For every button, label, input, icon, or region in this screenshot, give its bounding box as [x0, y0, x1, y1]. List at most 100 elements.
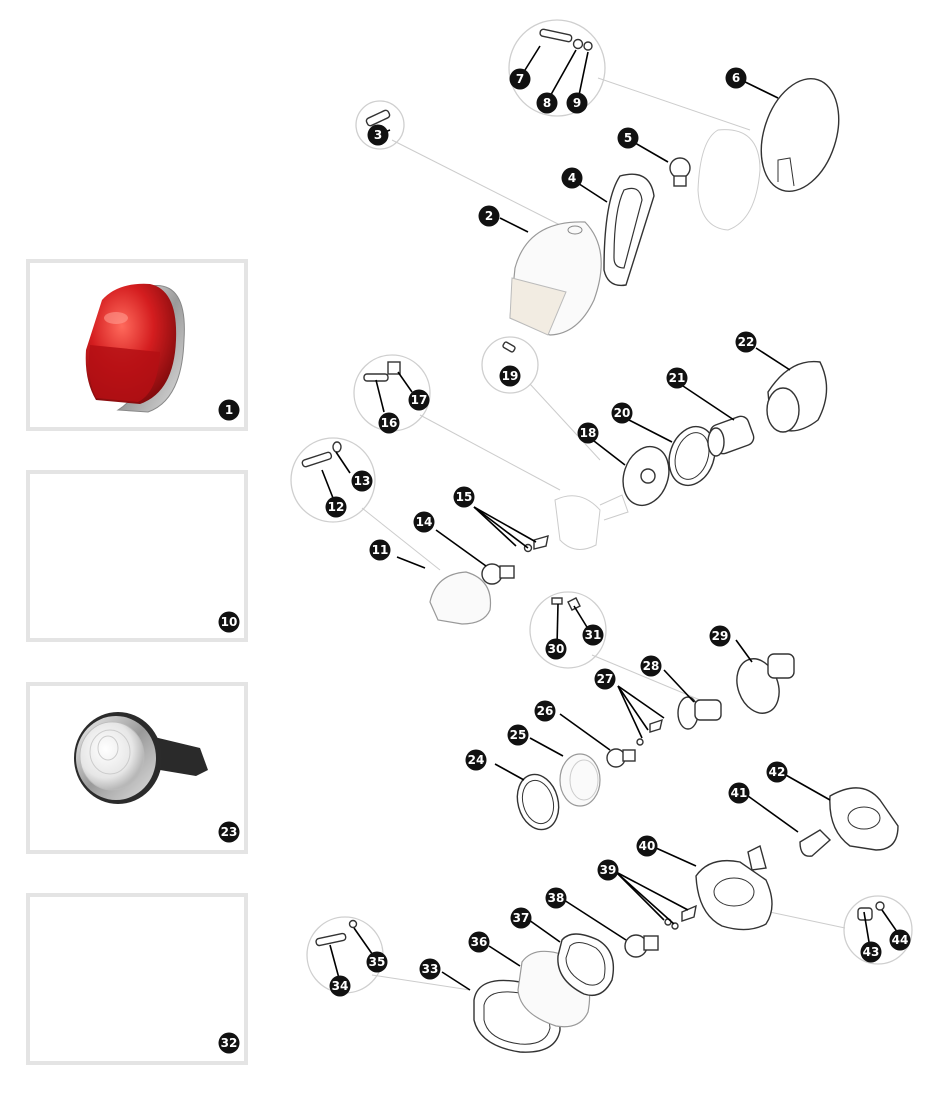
- callout-badge: [640, 655, 662, 677]
- callout-8[interactable]: 8: [536, 92, 558, 114]
- callout-badge: [408, 389, 430, 411]
- callout-number: 10: [221, 615, 238, 629]
- callout-number: 28: [643, 659, 660, 673]
- callout-44[interactable]: 44: [889, 929, 911, 951]
- callout-16[interactable]: 16: [378, 412, 400, 434]
- callout-badge: [545, 638, 567, 660]
- callout-number: 17: [411, 393, 428, 407]
- callout-number: 40: [639, 839, 656, 853]
- callout-4[interactable]: 4: [561, 167, 583, 189]
- callout-badge: [218, 821, 240, 843]
- callout-number: 22: [738, 335, 755, 349]
- callout-badge: [545, 887, 567, 909]
- callout-badge: [725, 67, 747, 89]
- callout-43[interactable]: 43: [860, 941, 882, 963]
- callout-number: 7: [516, 72, 524, 86]
- callout-number: 30: [548, 642, 565, 656]
- callout-30[interactable]: 30: [545, 638, 567, 660]
- callout-number: 25: [510, 728, 527, 742]
- callout-badge: [889, 929, 911, 951]
- callout-1[interactable]: 1: [218, 399, 240, 421]
- callout-40[interactable]: 40: [636, 835, 658, 857]
- callout-badge: [860, 941, 882, 963]
- callout-number: 43: [863, 945, 880, 959]
- callout-badge: [617, 127, 639, 149]
- callout-badge: [218, 1032, 240, 1054]
- callout-31[interactable]: 31: [582, 624, 604, 646]
- part-group-24-31: [494, 591, 795, 831]
- thumbnail-lamp-10[interactable]: [26, 470, 248, 642]
- callout-7[interactable]: 7: [509, 68, 531, 90]
- callout-11[interactable]: 11: [369, 539, 391, 561]
- callout-badge: [582, 624, 604, 646]
- callout-number: 18: [580, 426, 597, 440]
- callout-39[interactable]: 39: [597, 859, 619, 881]
- callout-number: 31: [585, 628, 602, 642]
- callout-33[interactable]: 33: [419, 958, 441, 980]
- callout-number: 32: [221, 1036, 238, 1050]
- callout-number: 19: [502, 369, 519, 383]
- callout-badge: [636, 835, 658, 857]
- callout-19[interactable]: 19: [499, 365, 521, 387]
- callout-22[interactable]: 22: [735, 331, 757, 353]
- callout-27[interactable]: 27: [594, 668, 616, 690]
- callout-number: 39: [600, 863, 617, 877]
- callout-29[interactable]: 29: [709, 625, 731, 647]
- callout-38[interactable]: 38: [545, 887, 567, 909]
- callout-badge: [597, 859, 619, 881]
- callout-number: 8: [543, 96, 551, 110]
- callout-5[interactable]: 5: [617, 127, 639, 149]
- callout-6[interactable]: 6: [725, 67, 747, 89]
- callout-number: 26: [537, 704, 554, 718]
- callout-23[interactable]: 23: [218, 821, 240, 843]
- callout-number: 27: [597, 672, 614, 686]
- callout-37[interactable]: 37: [510, 907, 532, 929]
- callout-35[interactable]: 35: [366, 951, 388, 973]
- callout-20[interactable]: 20: [611, 402, 633, 424]
- callout-42[interactable]: 42: [766, 761, 788, 783]
- callout-9[interactable]: 9: [566, 92, 588, 114]
- callout-2[interactable]: 2: [478, 205, 500, 227]
- callout-number: 24: [468, 753, 485, 767]
- callout-15[interactable]: 15: [453, 486, 475, 508]
- callout-number: 34: [332, 979, 349, 993]
- callout-24[interactable]: 24: [465, 749, 487, 771]
- callout-41[interactable]: 41: [728, 782, 750, 804]
- callout-36[interactable]: 36: [468, 931, 490, 953]
- callout-number: 11: [372, 543, 389, 557]
- callout-3[interactable]: 3: [367, 124, 389, 146]
- callout-17[interactable]: 17: [408, 389, 430, 411]
- callout-21[interactable]: 21: [666, 367, 688, 389]
- callout-badge: [413, 511, 435, 533]
- callout-badge: [453, 486, 475, 508]
- callout-18[interactable]: 18: [577, 422, 599, 444]
- callout-badge: [478, 205, 500, 227]
- callout-badge: [507, 724, 529, 746]
- callout-badge: [419, 958, 441, 980]
- callout-badge: [709, 625, 731, 647]
- callout-34[interactable]: 34: [329, 975, 351, 997]
- part-group-33-44: [306, 773, 913, 1053]
- callout-26[interactable]: 26: [534, 700, 556, 722]
- callout-14[interactable]: 14: [413, 511, 435, 533]
- callout-badge: [536, 92, 558, 114]
- callout-10[interactable]: 10: [218, 611, 240, 633]
- callout-28[interactable]: 28: [640, 655, 662, 677]
- callout-32[interactable]: 32: [218, 1032, 240, 1054]
- callout-badge: [325, 496, 347, 518]
- callout-number: 21: [669, 371, 686, 385]
- callout-badge: [611, 402, 633, 424]
- callout-badge: [329, 975, 351, 997]
- callout-number: 9: [573, 96, 581, 110]
- callout-25[interactable]: 25: [507, 724, 529, 746]
- callout-badge: [534, 700, 556, 722]
- callout-badge: [728, 782, 750, 804]
- callout-12[interactable]: 12: [325, 496, 347, 518]
- thumbnail-lamp-32[interactable]: [26, 893, 248, 1065]
- callout-13[interactable]: 13: [351, 470, 373, 492]
- callout-number: 4: [568, 171, 576, 185]
- callout-number: 42: [769, 765, 786, 779]
- callout-number: 23: [221, 825, 238, 839]
